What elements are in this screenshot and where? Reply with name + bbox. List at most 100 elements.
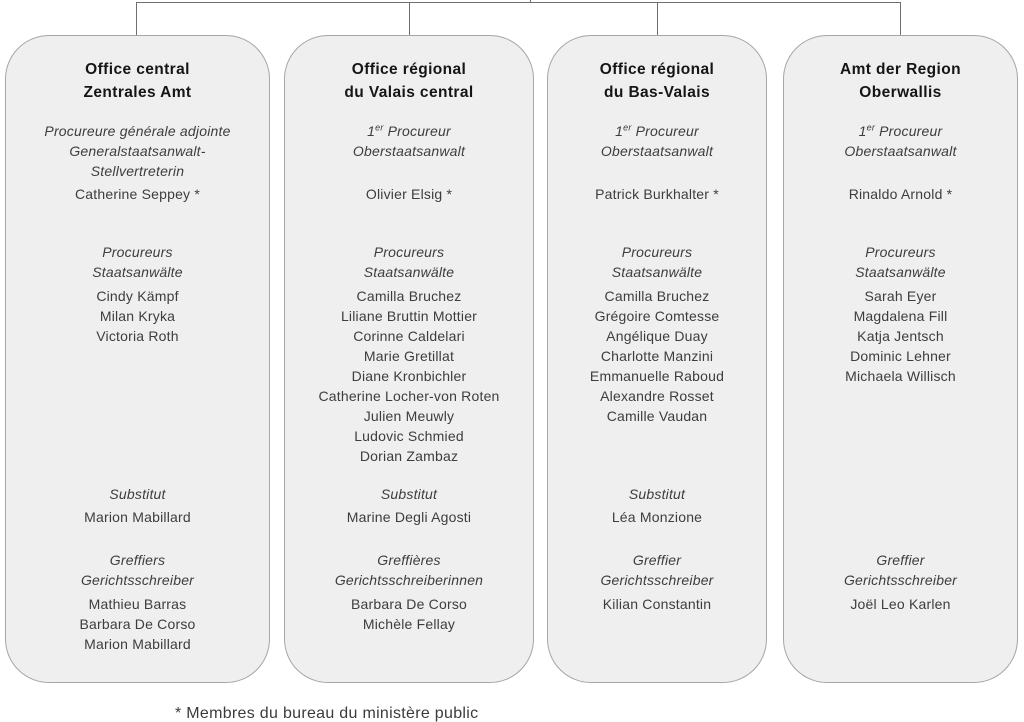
procureurs-label-line: Staatsanwälte	[855, 264, 946, 280]
office-title-line: du Bas-Valais	[604, 84, 710, 101]
greffiers-label-line: Greffières	[377, 552, 441, 568]
person-name: Joël Leo Karlen	[850, 596, 951, 612]
chief-role-line: Oberstaatsanwalt	[352, 143, 466, 159]
person-name: Catherine Locher-von Roten	[318, 388, 500, 404]
procureurs-label-line: Procureurs	[102, 244, 173, 260]
person-name: Cindy Kämpf	[96, 288, 179, 304]
chief-role-line: Oberstaatsanwalt	[600, 143, 714, 159]
office-title-line: Office central	[85, 61, 190, 78]
ordinal-superscript: er	[375, 122, 384, 133]
greffiers-label-line: Greffier	[876, 552, 925, 568]
greffiers-label-line: Greffiers	[109, 552, 166, 568]
ordinal-number: 1	[615, 123, 624, 139]
person-name: Julien Meuwly	[363, 408, 455, 424]
procureurs-label-line: Staatsanwälte	[92, 264, 183, 280]
chief-name: Patrick Burkhalter *	[595, 186, 719, 202]
person-name: Kilian Constantin	[602, 596, 712, 612]
person-name: Michaela Willisch	[845, 368, 956, 384]
person-name: Charlotte Manzini	[600, 348, 714, 364]
office-title: Office régional du Bas-Valais	[552, 58, 762, 104]
role-text: Procureur	[383, 123, 451, 139]
person-name: Camilla Bruchez	[356, 288, 462, 304]
chief-role: 1er Procureur Oberstaatsanwalt	[788, 121, 1013, 161]
office-box-bas-valais: Office régional du Bas-Valais 1er Procure…	[547, 35, 767, 683]
connector-parent-stub	[530, 0, 531, 2]
procureurs-label-line: Staatsanwälte	[611, 264, 703, 280]
chief-name: Rinaldo Arnold *	[848, 186, 953, 202]
ordinal-number: 1	[367, 123, 376, 139]
person-name: Marie Gretillat	[363, 348, 455, 364]
chief-role-line: Procureure générale adjointe	[44, 123, 231, 139]
procureurs-label-line: Procureurs	[865, 244, 936, 260]
person-name: Magdalena Fill	[853, 308, 948, 324]
connector-drop-2	[409, 2, 410, 35]
chief-role: 1er Procureur Oberstaatsanwalt	[289, 121, 529, 161]
person-name: Mathieu Barras	[88, 596, 187, 612]
office-title-line: Office régional	[351, 61, 467, 78]
substitut-name: Marine Degli Agosti	[346, 509, 472, 525]
person-name: Marion Mabillard	[84, 636, 191, 652]
office-title-line: Zentrales Amt	[83, 84, 192, 101]
connector-horizontal	[136, 2, 901, 3]
ordinal-superscript: er	[866, 122, 876, 133]
chief-role-line: Generalstaatsanwalt-	[69, 143, 206, 159]
chief-role-line: 1er Procureur	[289, 121, 529, 141]
person-name: Liliane Bruttin Mottier	[340, 308, 478, 324]
person-name: Camille Vaudan	[606, 408, 708, 424]
chief-role-line: Stellvertreterin	[90, 163, 185, 179]
footnote: * Membres du bureau du ministère public	[175, 705, 479, 722]
ordinal-number: 1	[858, 123, 867, 139]
chief-role: 1er Procureur Oberstaatsanwalt	[552, 121, 762, 161]
person-name: Milan Kryka	[99, 308, 176, 324]
office-title-line: Office régional	[599, 61, 715, 78]
person-name: Katja Jentsch	[857, 328, 944, 344]
substitut-name: Marion Mabillard	[84, 509, 191, 525]
role-text: Procureur	[875, 123, 943, 139]
office-title-line: Oberwallis	[859, 84, 942, 101]
person-name: Grégoire Comtesse	[594, 308, 720, 324]
substitut-label: Substitut	[109, 486, 166, 502]
chief-name: Olivier Elsig *	[365, 186, 453, 202]
ordinal-superscript: er	[623, 122, 632, 133]
greffiers-label-line: Greffier	[632, 552, 682, 568]
person-name: Emmanuelle Raboud	[589, 368, 725, 384]
substitut-name: Léa Monzione	[611, 509, 703, 525]
person-name: Dominic Lehner	[850, 348, 951, 364]
procureurs-label-line: Procureurs	[373, 244, 445, 260]
substitut-label: Substitut	[628, 486, 686, 502]
chief-role-line: Oberstaatsanwalt	[844, 143, 957, 159]
greffiers-label-line: Gerichtsschreiber	[80, 572, 195, 588]
person-name: Sarah Eyer	[864, 288, 937, 304]
role-text: Procureur	[631, 123, 699, 139]
greffiers-label-line: Gerichtsschreiber	[600, 572, 714, 588]
greffiers-label-line: Gerichtsschreiber	[843, 572, 958, 588]
procureurs-label-line: Procureurs	[621, 244, 693, 260]
person-name: Ludovic Schmied	[354, 428, 464, 444]
person-name: Camilla Bruchez	[604, 288, 710, 304]
chief-role-line: 1er Procureur	[552, 121, 762, 141]
person-name: Diane Kronbichler	[351, 368, 467, 384]
person-name: Dorian Zambaz	[359, 448, 459, 464]
greffiers-names: Kilian Constantin	[552, 594, 762, 614]
